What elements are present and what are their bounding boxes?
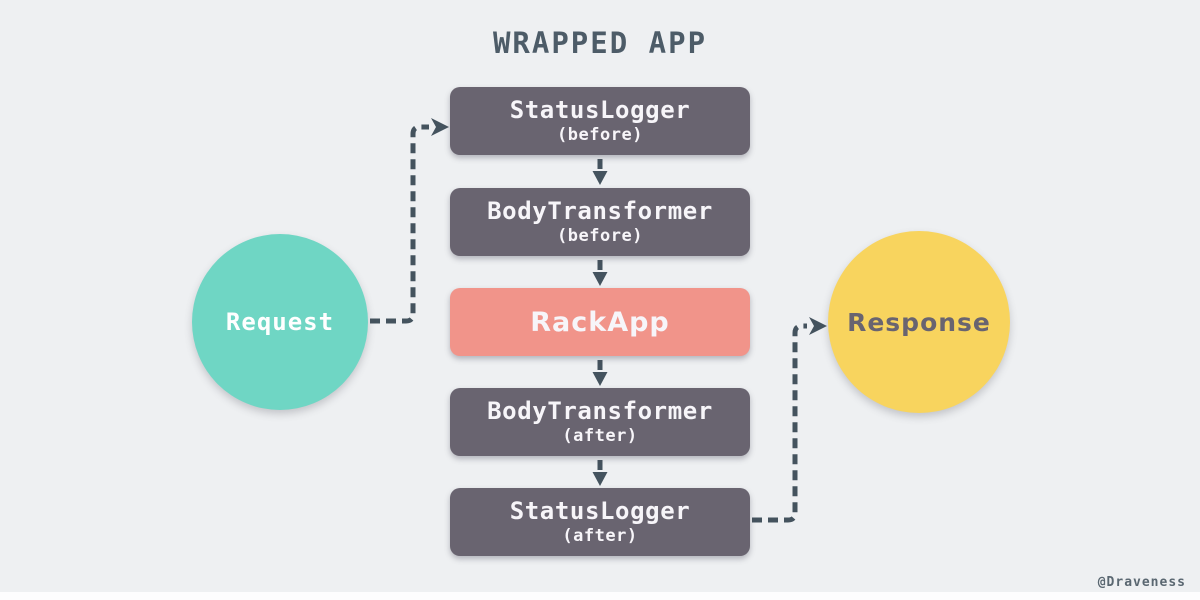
- node-bodytransformer-after: BodyTransformer (after): [450, 388, 750, 456]
- node-label: StatusLogger: [509, 497, 691, 526]
- node-sublabel: (after): [562, 525, 638, 546]
- connector-3-head: [592, 372, 608, 386]
- arrowhead-into-response: [809, 317, 827, 335]
- arrow-bottom-to-response: [752, 323, 807, 523]
- node-label: BodyTransformer: [487, 197, 713, 226]
- node-label: StatusLogger: [509, 96, 691, 125]
- response-label: Response: [847, 307, 991, 337]
- node-statuslogger-after: StatusLogger (after): [450, 488, 750, 556]
- connector-2-head: [592, 272, 608, 286]
- arrow-request-to-top: [370, 124, 429, 324]
- node-label: BodyTransformer: [487, 397, 713, 426]
- request-label: Request: [225, 308, 335, 336]
- node-request: Request: [192, 234, 368, 410]
- watermark: @Draveness: [1097, 575, 1186, 590]
- node-label: RackApp: [530, 306, 670, 338]
- bottom-strip: [0, 592, 1200, 600]
- node-response: Response: [828, 231, 1010, 413]
- node-sublabel: (before): [557, 225, 643, 246]
- connector-1-head: [592, 171, 608, 185]
- connector-4-head: [592, 472, 608, 486]
- diagram-title: WRAPPED APP: [492, 26, 708, 60]
- node-statuslogger-before: StatusLogger (before): [450, 87, 750, 155]
- arrowhead-into-top-box: [431, 118, 449, 136]
- node-bodytransformer-before: BodyTransformer (before): [450, 188, 750, 256]
- node-sublabel: (before): [557, 124, 643, 145]
- node-sublabel: (after): [562, 425, 638, 446]
- node-rackapp: RackApp: [450, 288, 750, 356]
